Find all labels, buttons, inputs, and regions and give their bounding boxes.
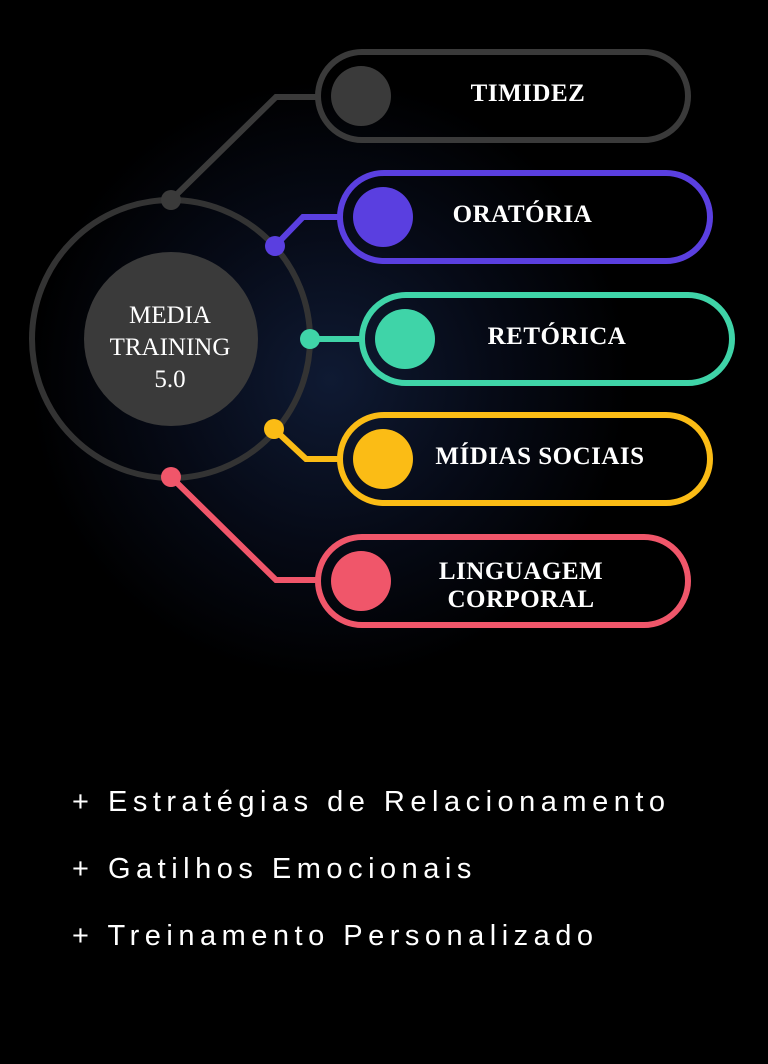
extras-list: + Estratégias de Relacionamento + Gatilh… [72, 780, 752, 981]
extra-item: + Gatilhos Emocionais [72, 853, 477, 885]
connector-midias-sociais [271, 426, 340, 462]
topic-label-midias-sociais: MÍDIAS SOCIAIS [435, 443, 645, 470]
extra-item: + Treinamento Personalizado [72, 920, 599, 952]
junction-dot-timidez [161, 190, 181, 210]
topic-label-oratoria: ORATÓRIA [452, 201, 593, 228]
pill-dot-retorica [375, 309, 435, 369]
junction-dot-oratoria [265, 236, 285, 256]
center-label-line: TRAINING [109, 334, 231, 361]
connector-oratoria [272, 214, 340, 249]
topic-label-timidez: TIMIDEZ [470, 80, 586, 107]
junction-dot-retorica [300, 329, 320, 349]
pill-retorica [359, 292, 735, 386]
center-circle [84, 252, 258, 426]
junction-dot-linguagem-corporal [161, 467, 181, 487]
pill-timidez [315, 49, 691, 143]
mind-map-diagram [29, 49, 735, 628]
center-label-line: MEDIA [129, 302, 211, 329]
topic-label-linguagem-corporal: LINGUAGEM CORPORAL [438, 558, 604, 613]
topic-label-retorica: RETÓRICA [487, 323, 627, 350]
pill-dot-oratoria [353, 187, 413, 247]
pill-midias-sociais [337, 412, 713, 506]
extra-item: + Estratégias de Relacionamento [72, 786, 671, 818]
pill-oratoria [337, 170, 713, 264]
connector-timidez [168, 94, 318, 203]
pill-dot-linguagem-corporal [331, 551, 391, 611]
pill-linguagem-corporal [315, 534, 691, 628]
pill-dot-timidez [331, 66, 391, 126]
center-label-line: 5.0 [154, 366, 186, 393]
pill-dot-midias-sociais [353, 429, 413, 489]
junction-dot-midias-sociais [264, 419, 284, 439]
connector-linguagem-corporal [168, 474, 318, 583]
center-label: MEDIA TRAINING 5.0 [84, 300, 256, 396]
